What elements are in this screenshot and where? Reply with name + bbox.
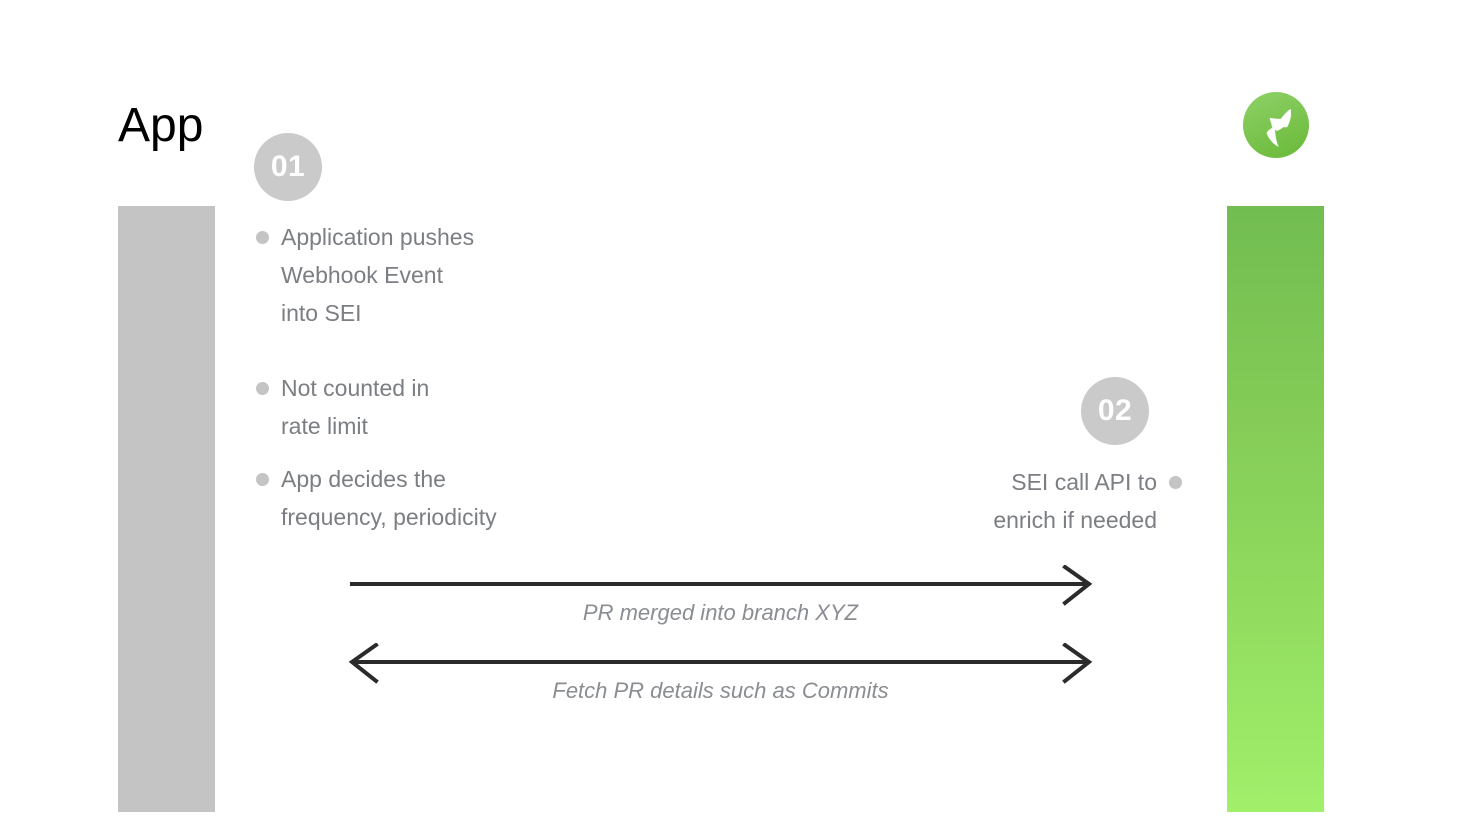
message-arrow-pr-merged: PR merged into branch XYZ — [348, 565, 1093, 625]
list-item: SEI call API to enrich if needed — [938, 463, 1182, 539]
step-badge-02: 02 — [1081, 377, 1149, 445]
bullet-dot-icon — [256, 473, 269, 486]
step-badge-01: 01 — [254, 133, 322, 201]
bullet-dot-icon — [256, 382, 269, 395]
list-item: Application pushes Webhook Event into SE… — [256, 218, 474, 332]
bullet-text: App decides the frequency, periodicity — [281, 466, 497, 530]
app-lane-bar — [118, 206, 215, 812]
bullet-dot-icon — [256, 231, 269, 244]
list-item: Not counted in rate limit — [256, 369, 429, 445]
sei-lane-bar — [1227, 206, 1324, 812]
bullet-text: SEI call API to enrich if needed — [993, 469, 1157, 533]
message-label: Fetch PR details such as Commits — [552, 678, 889, 703]
bullet-text: Not counted in rate limit — [281, 375, 430, 439]
message-arrow-fetch-pr-details: Fetch PR details such as Commits — [348, 643, 1093, 703]
message-label: PR merged into branch XYZ — [582, 600, 859, 625]
page-title: App — [118, 99, 204, 152]
propeller-logo-icon — [1242, 91, 1310, 159]
bullet-dot-icon — [1169, 476, 1182, 489]
bullet-text: Application pushes Webhook Event into SE… — [281, 224, 475, 326]
list-item: App decides the frequency, periodicity — [256, 460, 497, 536]
